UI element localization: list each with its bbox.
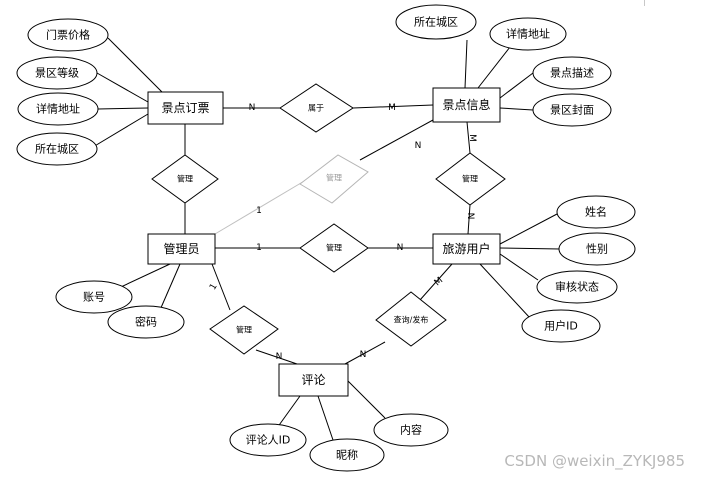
- attribute-order-city: 所在城区: [16, 132, 98, 166]
- relationship-manage-attraction-user: 管理: [435, 152, 506, 206]
- entity-comment: 评论: [278, 363, 349, 397]
- attribute-scenic-level-label: 景区等级: [35, 66, 79, 80]
- attribute-ticket-price: 门票价格: [27, 18, 109, 52]
- cardinality-manage-user-top: N: [465, 213, 475, 220]
- entity-attraction-info: 景点信息: [432, 87, 501, 123]
- cardinality-faded-attraction: N: [415, 141, 422, 151]
- attribute-commenter-id: 评论人ID: [229, 423, 307, 457]
- attribute-user-gender: 性别: [558, 232, 636, 266]
- entity-admin-label: 管理员: [163, 241, 199, 256]
- relationship-belongs-to-label: 属于: [308, 104, 324, 113]
- attribute-attraction-address: 详情地址: [489, 17, 567, 51]
- relationship-manage-order: 管理: [151, 154, 219, 204]
- relationship-manage-order-label: 管理: [177, 174, 193, 184]
- cardinality-admin-manage-user: 1: [256, 243, 262, 253]
- entity-ticket-order: 景点订票: [147, 91, 224, 125]
- attribute-attraction-description-label: 景点描述: [550, 66, 594, 80]
- relationship-manage-comment-label: 管理: [236, 325, 252, 335]
- attribute-order-city-label: 所在城区: [35, 143, 79, 156]
- entity-attraction-info-label: 景点信息: [442, 97, 490, 112]
- attribute-attraction-city-label: 所在城区: [414, 16, 458, 29]
- attribute-user-name-label: 姓名: [585, 205, 607, 219]
- cardinality-query-comment: N: [360, 350, 367, 360]
- cardinality-admin-faded: 1: [256, 206, 262, 216]
- entity-admin: 管理员: [147, 233, 216, 265]
- cardinality-belongs-attraction: M: [388, 103, 396, 113]
- relationship-manage-comment: 管理: [209, 305, 279, 355]
- attribute-order-address: 详情地址: [17, 92, 99, 126]
- relationship-query-publish: 查询/发布: [375, 291, 447, 347]
- watermark: CSDN @weixin_ZYKJ985: [504, 452, 685, 470]
- attribute-nickname: 昵称: [309, 438, 385, 472]
- relationship-belongs-to: 属于: [279, 83, 354, 133]
- attribute-attraction-description: 景点描述: [532, 56, 612, 90]
- attribute-user-id: 用户ID: [521, 309, 601, 343]
- entity-tourist-user: 旅游用户: [432, 233, 501, 265]
- relationship-manage-attraction-user-label: 管理: [462, 174, 478, 184]
- attribute-attraction-city: 所在城区: [395, 4, 477, 40]
- cardinality-user-query: M: [433, 276, 445, 289]
- relationship-manage-attraction-faded-label: 管理: [326, 173, 342, 183]
- relationship-query-publish-label: 查询/发布: [394, 315, 429, 325]
- attribute-content: 内容: [373, 413, 449, 447]
- entity-ticket-order-label: 景点订票: [161, 101, 209, 115]
- top-edge-tick: [644, 0, 645, 6]
- attribute-user-audit-status: 审核状态: [536, 270, 618, 304]
- relationship-manage-user: 管理: [299, 223, 369, 273]
- entity-comment-label: 评论: [301, 373, 325, 387]
- cardinality-manage-comment-comment: N: [276, 352, 283, 362]
- entity-tourist-user-label: 旅游用户: [442, 241, 490, 256]
- attribute-content-label: 内容: [400, 423, 422, 437]
- attribute-user-name: 姓名: [556, 195, 636, 229]
- attribute-user-gender-label: 性别: [586, 242, 608, 256]
- attribute-admin-password: 密码: [107, 305, 185, 339]
- attribute-admin-password-label: 密码: [135, 315, 157, 329]
- attribute-scenic-level: 景区等级: [16, 56, 98, 90]
- attribute-admin-account-label: 账号: [83, 291, 105, 304]
- attribute-nickname-label: 昵称: [336, 448, 358, 462]
- attribute-user-id-label: 用户ID: [544, 319, 578, 333]
- attribute-commenter-id-label: 评论人ID: [246, 433, 291, 447]
- cardinality-admin-manage-comment: 1: [208, 282, 220, 292]
- attribute-user-audit-status-label: 审核状态: [555, 280, 599, 294]
- attribute-attraction-cover-label: 景区封面: [550, 103, 594, 117]
- cardinality-order-belongs: N: [249, 103, 256, 113]
- relationship-manage-user-label: 管理: [326, 243, 342, 253]
- cardinality-attraction-manage: M: [467, 134, 477, 142]
- attribute-order-address-label: 详情地址: [36, 102, 80, 116]
- cardinality-manage-user-user: N: [397, 243, 404, 253]
- attribute-attraction-address-label: 详情地址: [506, 27, 550, 41]
- relationship-manage-attraction-faded: 管理: [299, 154, 369, 204]
- attribute-admin-account: 账号: [55, 280, 133, 314]
- attribute-ticket-price-label: 门票价格: [46, 28, 90, 42]
- attribute-attraction-cover: 景区封面: [532, 93, 612, 127]
